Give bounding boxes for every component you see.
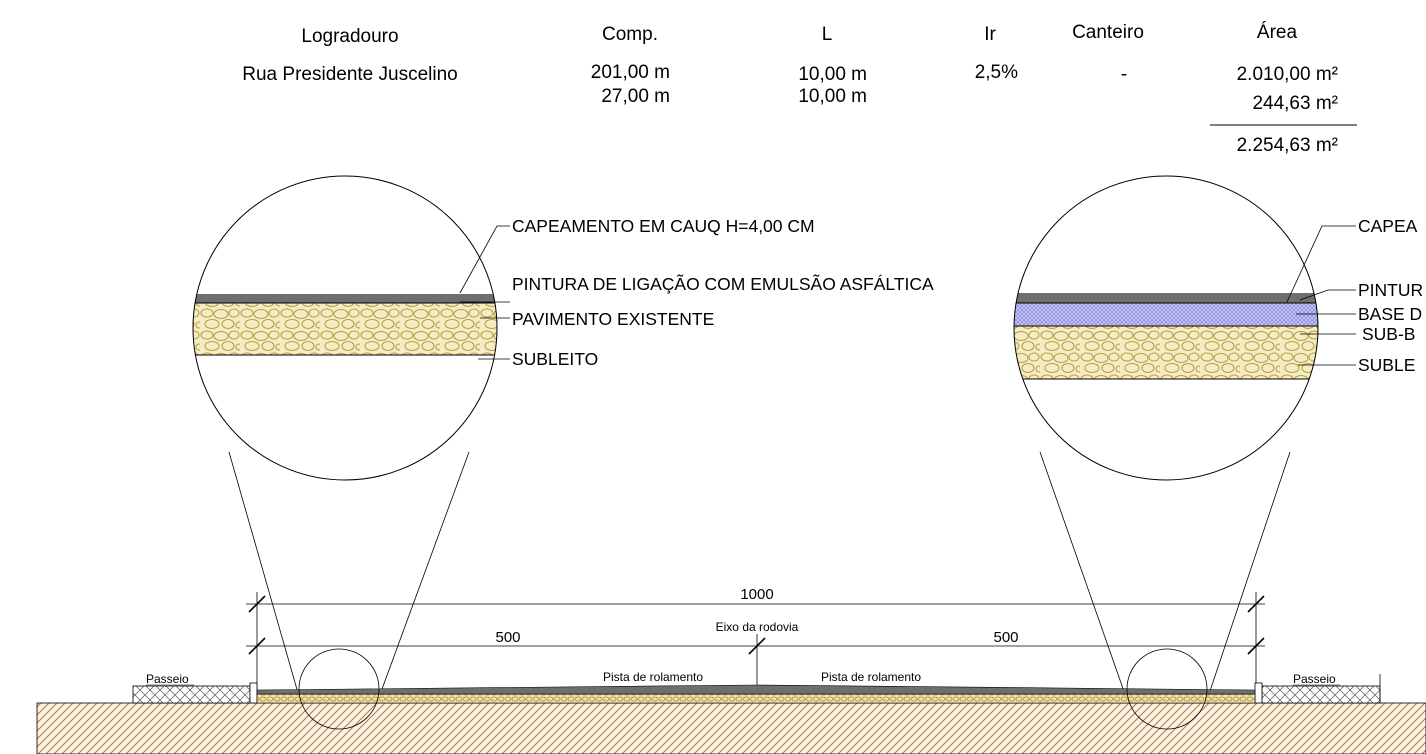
row2-area: 244,63 m² xyxy=(1252,93,1338,114)
right-label-base: BASE D xyxy=(1358,304,1422,324)
header-canteiro: Canteiro xyxy=(1072,22,1144,43)
lane-right-label: Pista de rolamento xyxy=(821,670,921,684)
left-label-subgrade: SUBLEITO xyxy=(512,349,598,369)
left-capping-layer xyxy=(193,294,497,303)
detail-right: CAPEA PINTUR BASE D SUB-B SUBLE xyxy=(1013,175,1423,701)
dim-total: 1000 xyxy=(740,586,773,603)
right-subbase-layer xyxy=(1014,326,1318,379)
detail-right-circle xyxy=(1013,175,1319,481)
pavement-base-strip xyxy=(256,693,1256,704)
detail-left: CAPEAMENTO EM CAUQ H=4,00 CM PINTURA DE … xyxy=(192,175,934,701)
left-label-capping: CAPEAMENTO EM CAUQ H=4,00 CM xyxy=(512,216,815,236)
left-label-tack-coat: PINTURA DE LIGAÇÃO COM EMULSÃO ASFÁLTICA xyxy=(512,273,934,294)
road-cross-section: Passeio Passeio Pista de rolamento Pista… xyxy=(36,648,1426,754)
header-l: L xyxy=(822,24,833,45)
locator-circle-right xyxy=(1126,648,1208,730)
header-comp: Comp. xyxy=(602,24,658,45)
right-label-subgrade: SUBLE xyxy=(1358,355,1415,375)
right-label-capping: CAPEA xyxy=(1358,216,1418,236)
sidewalk-left-label: Passeio xyxy=(146,672,189,686)
header-area: Área xyxy=(1257,22,1298,43)
row1-l: 10,00 m xyxy=(798,64,867,85)
curb-right xyxy=(1254,682,1263,704)
row1-ir: 2,5% xyxy=(975,62,1018,83)
right-base-layer xyxy=(1014,303,1318,326)
right-capping-layer xyxy=(1014,293,1318,303)
dim-half-right: 500 xyxy=(993,629,1018,646)
curb-left xyxy=(249,682,258,704)
axis-label: Eixo da rodovia xyxy=(716,620,799,634)
row2-comp: 27,00 m xyxy=(601,86,670,107)
subgrade-soil xyxy=(36,702,1426,754)
sidewalk-right-label: Passeio xyxy=(1293,672,1336,686)
detail-left-circle xyxy=(192,175,498,481)
left-label-existing: PAVIMENTO EXISTENTE xyxy=(512,309,714,329)
quantity-table: Logradouro Comp. L Ir Canteiro Área Rua … xyxy=(242,22,1357,156)
total-area: 2.254,63 m² xyxy=(1237,135,1338,156)
row1-comp: 201,00 m xyxy=(591,62,670,83)
row2-l: 10,00 m xyxy=(798,86,867,107)
lane-left-label: Pista de rolamento xyxy=(603,670,703,684)
dimension-lines: 1000 500 500 Eixo da rodovia xyxy=(246,586,1265,754)
right-label-subbase: SUB-B xyxy=(1362,324,1415,344)
asphalt-capping xyxy=(256,684,1256,695)
row1-canteiro: - xyxy=(1121,64,1127,85)
sidewalk-right xyxy=(1261,685,1381,704)
dim-half-left: 500 xyxy=(495,629,520,646)
locator-circle-left xyxy=(298,648,380,730)
sidewalk-left xyxy=(132,685,251,704)
left-existing-pavement-layer xyxy=(193,303,497,355)
street-name: Rua Presidente Juscelino xyxy=(242,64,457,85)
header-ir: Ir xyxy=(984,24,996,45)
right-label-tack-coat: PINTUR xyxy=(1358,280,1423,300)
header-logradouro: Logradouro xyxy=(301,26,398,47)
row1-area: 2.010,00 m² xyxy=(1237,64,1338,85)
